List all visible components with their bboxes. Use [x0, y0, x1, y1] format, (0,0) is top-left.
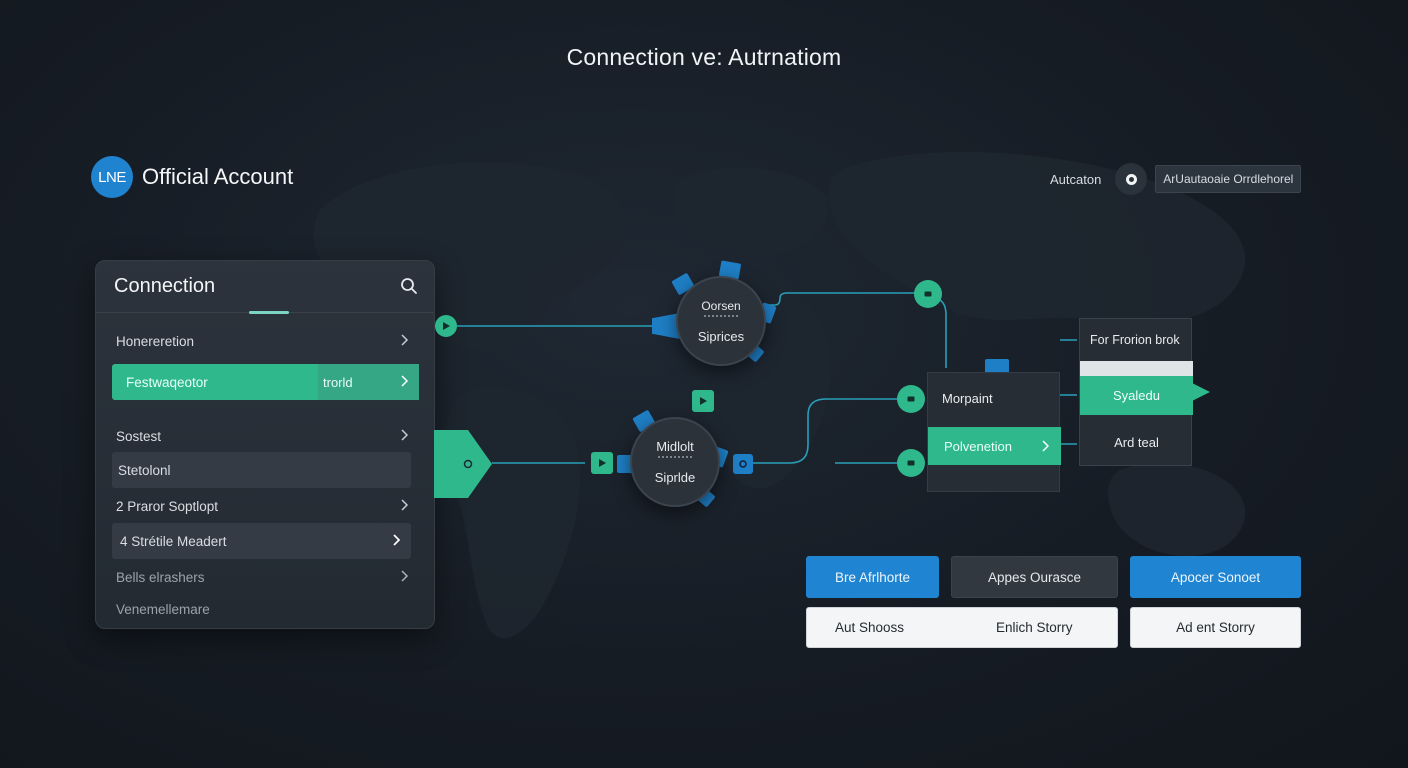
brand-name: Official Account	[142, 164, 294, 189]
play-node[interactable]	[591, 452, 613, 474]
panel-header: Connection	[96, 261, 434, 314]
story-button[interactable]: Aut Shooss Enlich Storry	[806, 607, 1118, 648]
list-item-label: 2 Praror Soptlopt	[116, 498, 219, 514]
automation-bar: Autcaton ArUautaoaie Orrdlehorel	[1050, 163, 1302, 195]
brand-logo: LNE	[91, 156, 133, 198]
list-item-active[interactable]: Festwaqeotor trorld	[112, 364, 419, 400]
list-item[interactable]: 4 Strétile Meadert	[112, 523, 411, 559]
list-item-label: Festwaqeotor	[126, 374, 208, 390]
chevron-right-icon	[401, 375, 409, 387]
list-item-label: Sostest	[116, 428, 162, 444]
list-item-label: Bells elrashers	[116, 569, 205, 585]
list-item[interactable]: 2 Praror Soptlopt	[112, 488, 419, 524]
action-button[interactable]: Bre Afrlhorte	[806, 556, 939, 598]
radio-icon	[1125, 173, 1137, 185]
message-icon	[907, 396, 915, 402]
message-node[interactable]	[897, 385, 925, 413]
story-button-label: Aut Shooss	[835, 620, 905, 635]
automation-label: Autcaton	[1050, 171, 1102, 187]
output-arrow	[1192, 383, 1210, 401]
action-button[interactable]: Appes Ourasce	[951, 556, 1118, 598]
gear-mid-subtitle: Siprlde	[654, 470, 696, 485]
list-item[interactable]: Bells elrashers	[112, 559, 419, 595]
node-card-button-label: Polvenetion	[944, 438, 1012, 454]
connection-panel: Connection Honereretion Festwaqeotor tro…	[95, 260, 435, 629]
panel-title: Connection	[114, 275, 216, 297]
gear-node-top[interactable]: Oorsen Siprices	[676, 276, 766, 366]
chevron-right-icon	[1042, 440, 1049, 452]
page-title: Connection ve: Autrnatiom	[566, 44, 842, 70]
brand: LNE Official Account	[91, 156, 293, 198]
list-item[interactable]: Sostest	[112, 418, 419, 454]
list-item[interactable]: Honereretion	[112, 323, 419, 359]
output-card: For Frorion brok Syaledu Ard teal	[1079, 318, 1193, 466]
message-icon	[924, 291, 932, 297]
play-icon	[599, 459, 606, 467]
output-card-divider	[1080, 361, 1193, 376]
output-card-footer[interactable]: Ard teal	[1114, 435, 1159, 450]
node-card: Morpaint Polvenetion	[927, 372, 1061, 492]
message-icon	[907, 460, 915, 466]
play-node[interactable]	[435, 315, 457, 337]
gear-node-mid[interactable]: Midlolt Siprlde	[630, 417, 720, 507]
circle-icon	[739, 460, 747, 468]
connector-arrow-node[interactable]	[434, 430, 492, 498]
list-item[interactable]: Venemellemare	[112, 591, 419, 627]
search-icon[interactable]	[400, 277, 418, 295]
play-icon	[700, 397, 707, 405]
header-accent-underline	[249, 311, 289, 314]
automation-dropdown[interactable]: ArUautaoaie Orrdlehorel	[1155, 165, 1302, 193]
gear-top-title: Oorsen	[701, 298, 741, 313]
gear-mid-title: Midlolt	[656, 439, 694, 454]
chevron-right-icon	[401, 334, 409, 346]
chevron-right-icon	[401, 429, 409, 441]
list-item-label: 4 Strétile Meadert	[120, 533, 227, 549]
output-card-title: For Frorion brok	[1090, 333, 1180, 347]
story-button[interactable]: Ad ent Storry	[1130, 607, 1301, 648]
node-card-tab	[985, 359, 1009, 373]
play-icon	[443, 322, 450, 330]
gear-mid-divider	[658, 456, 692, 458]
list-item-label: Venemellemare	[116, 601, 210, 617]
node-card-button[interactable]: Polvenetion	[928, 427, 1061, 465]
automation-toggle[interactable]	[1115, 163, 1148, 195]
gear-top-subtitle: Siprices	[697, 328, 745, 344]
list-item[interactable]: Stetolonl	[112, 452, 411, 488]
list-item-label: Stetolonl	[118, 462, 171, 478]
story-button-label-secondary: Enlich Storry	[996, 620, 1073, 635]
message-node[interactable]	[897, 449, 925, 477]
list-item-tag: trorld	[318, 364, 419, 400]
action-button[interactable]: Apocer Sonoet	[1130, 556, 1301, 598]
message-node[interactable]	[914, 280, 942, 308]
output-card-highlight[interactable]: Syaledu	[1080, 376, 1193, 415]
gear-top-divider	[704, 314, 738, 317]
list-item-label: Honereretion	[116, 333, 195, 349]
gear-tooth	[652, 313, 680, 339]
chevron-right-icon	[401, 570, 409, 582]
chevron-right-icon	[401, 499, 409, 511]
node-card-title: Morpaint	[942, 391, 993, 406]
chevron-right-icon	[393, 534, 401, 546]
record-node[interactable]	[733, 454, 753, 474]
play-node[interactable]	[692, 390, 714, 412]
